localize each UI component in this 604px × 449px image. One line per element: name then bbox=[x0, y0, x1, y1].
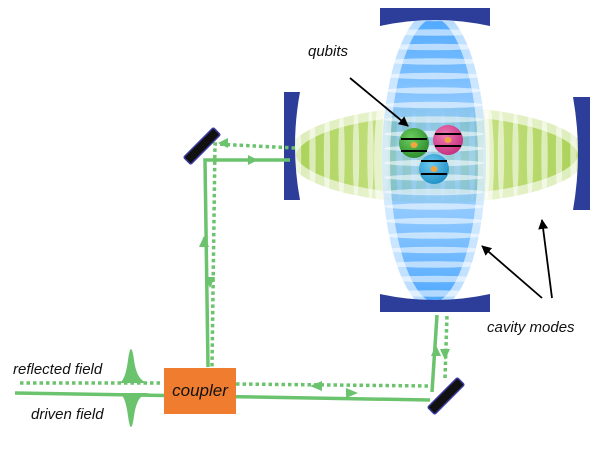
coupler-box: coupler bbox=[164, 368, 236, 414]
cavity-mode-node bbox=[384, 145, 484, 152]
cavity-mode-node bbox=[384, 203, 484, 210]
qubit-green bbox=[399, 128, 429, 158]
cavity-mode-node bbox=[384, 87, 484, 94]
cavity-mirror-right bbox=[573, 97, 590, 210]
cavity-mode-node bbox=[384, 116, 484, 123]
cavity-mirror-bottom bbox=[380, 294, 490, 312]
cavity-mode-node bbox=[352, 109, 360, 201]
coupler-label: coupler bbox=[172, 381, 229, 400]
reflected-field-label: reflected field bbox=[13, 361, 103, 378]
cavity-mode-node bbox=[384, 290, 484, 297]
cavity-mirror-left bbox=[284, 92, 300, 200]
driven-field-label: driven field bbox=[31, 406, 104, 423]
cavity-mode-node bbox=[526, 109, 534, 201]
cavity-mode-node bbox=[384, 72, 484, 80]
cavity-mode-node bbox=[541, 109, 548, 201]
cavity-mirror-top bbox=[380, 8, 490, 26]
cavity-modes-label: cavity modes bbox=[487, 319, 575, 336]
cavity-mode-node bbox=[384, 261, 484, 268]
cavity-mode-node bbox=[338, 109, 345, 201]
cavity-mode-node bbox=[384, 188, 484, 196]
cavity-mode-node bbox=[367, 109, 374, 201]
cavity-mode-node bbox=[384, 101, 484, 109]
qubit-pink bbox=[433, 125, 463, 155]
qubits-label: qubits bbox=[308, 43, 349, 60]
driven-field-pulse bbox=[118, 393, 150, 427]
cavity-mode-node bbox=[384, 232, 484, 239]
flat-mirror-bottom-right bbox=[427, 377, 465, 415]
cavity-mode-node bbox=[497, 109, 505, 201]
flat-mirror-top-left bbox=[183, 127, 221, 165]
cavity-mode-node bbox=[384, 58, 484, 65]
cavity-mode-node bbox=[512, 109, 519, 201]
cavity-mode-node bbox=[384, 217, 484, 225]
reflected-field-pulse bbox=[118, 349, 150, 383]
qubit-blue bbox=[419, 154, 449, 184]
beam-direction-arrows bbox=[199, 138, 450, 398]
annotation-arrows bbox=[349, 77, 553, 299]
cavity-mode-node bbox=[384, 246, 484, 254]
